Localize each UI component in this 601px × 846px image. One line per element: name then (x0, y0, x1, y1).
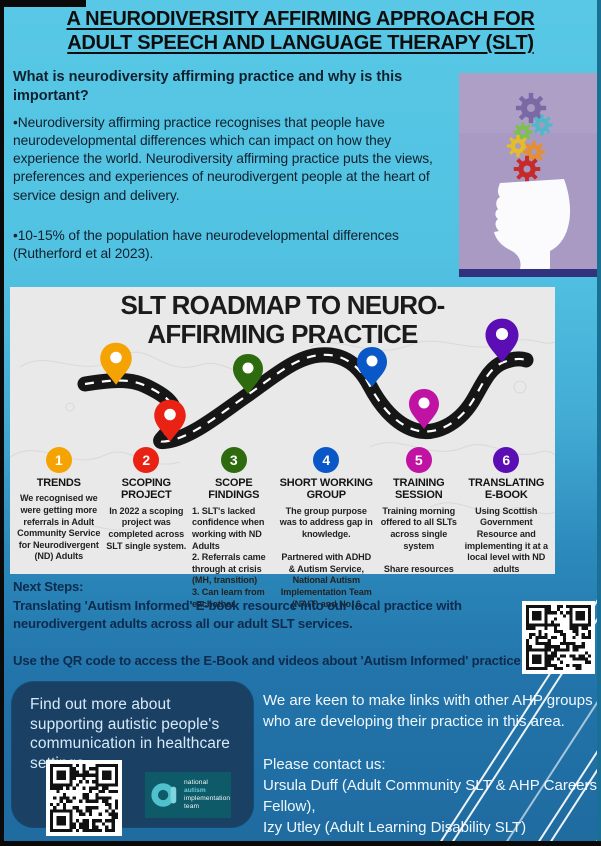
top-border (0, 0, 86, 7)
next-steps-label: Next Steps: (13, 579, 84, 594)
roadmap-panel: SLT ROADMAP TO NEURO-AFFIRMING PRACTICE (10, 287, 555, 609)
step-title: SCOPE FINDINGS (208, 477, 260, 502)
ebook-qr-code (522, 601, 595, 674)
nait-logo: national autism implementation team (145, 772, 231, 818)
head-gears-photo (459, 73, 597, 277)
step-body: 1. SLT's lacked confidence when working … (192, 505, 266, 609)
nait-line-1: national (184, 779, 208, 787)
find-out-more-box: Find out more about supporting autistic … (12, 682, 253, 836)
step-title: SHORT WORKING GROUP (279, 477, 374, 502)
roadmap-step-4: 4 SHORT WORKING GROUP The group purpose … (279, 447, 374, 610)
step-number-badge: 6 (493, 447, 520, 473)
page-title: A NEURODIVERSITY AFFIRMING APPROACH FOR … (24, 7, 577, 56)
info-qr-code (46, 760, 122, 836)
next-steps-section: Next Steps: Translating 'Autism Informed… (13, 578, 533, 671)
roadmap-step-3: 3 SCOPE FINDINGS 1. SLT's lacked confide… (192, 447, 276, 610)
nait-line-2: autism (184, 787, 206, 795)
step-title: TRAINING SESSION (392, 477, 445, 502)
nait-logo-text: national autism implementation team (184, 779, 230, 811)
step-number-badge: 1 (45, 447, 72, 473)
roadmap-graphic (77, 318, 534, 450)
step-body: Using Scottish Government Resource and i… (464, 505, 549, 574)
intro-heading: What is neurodiversity affirming practic… (13, 69, 403, 104)
contact-person-1: Ursula Duff (Adult Community SLT & AHP C… (263, 776, 598, 816)
nait-line-4: team (184, 802, 200, 810)
intro-bullet-1: •Neurodiversity affirming practice recog… (13, 114, 433, 203)
head-silhouette (494, 179, 571, 269)
step-number-badge: 3 (220, 447, 247, 473)
next-steps-body: Translating 'Autism Informed' E-book res… (13, 597, 462, 632)
right-border (597, 0, 601, 846)
roadmap-step-1: 1 TRENDS We recognised we were getting m… (17, 447, 101, 610)
step-body: The group purpose was to address gap in … (279, 505, 373, 609)
roadmap-step-2: 2 SCOPING PROJECT In 2022 a scoping proj… (105, 447, 189, 610)
contact-intro: We are keen to make links with other AHP… (263, 692, 593, 731)
intro-bullet-2: •10-15% of the population have neurodeve… (13, 227, 399, 261)
contact-section: We are keen to make links with other AHP… (263, 690, 601, 839)
contact-person-2: Izy Utley (Adult Learning Disability SLT… (263, 819, 527, 837)
page-title-line2: ADULT SPEECH AND LANGUAGE THERAPY (SLT) (67, 32, 534, 55)
step-number-badge: 5 (405, 447, 432, 473)
roadmap-title: SLT ROADMAP TO NEURO-AFFIRMING PRACTICE (120, 290, 445, 349)
step-body: In 2022 a scoping project was completed … (106, 505, 187, 551)
left-border (0, 0, 4, 846)
step-body: We recognised we were getting more refer… (17, 493, 101, 562)
bottom-border (0, 841, 601, 846)
nait-logo-icon (151, 783, 177, 807)
nait-line-3: implementation (184, 795, 231, 802)
road (77, 347, 534, 450)
step-number-badge: 2 (133, 447, 160, 473)
step-title: TRANSLATING E-BOOK (468, 477, 545, 502)
step-body: Training morning offered to all SLTs acr… (380, 505, 457, 574)
photo-bottom-border (459, 269, 597, 277)
page-title-line1: A NEURODIVERSITY AFFIRMING APPROACH FOR (66, 8, 535, 30)
step-title: SCOPING PROJECT (120, 477, 172, 502)
find-out-more-text: Find out more about supporting autistic … (30, 696, 230, 772)
step-title: TRENDS (36, 477, 81, 489)
next-steps-qr-instruction: Use the QR code to access the E-Book and… (13, 653, 521, 669)
step-number-badge: 4 (313, 447, 340, 473)
contact-prompt: Please contact us: (263, 755, 386, 773)
